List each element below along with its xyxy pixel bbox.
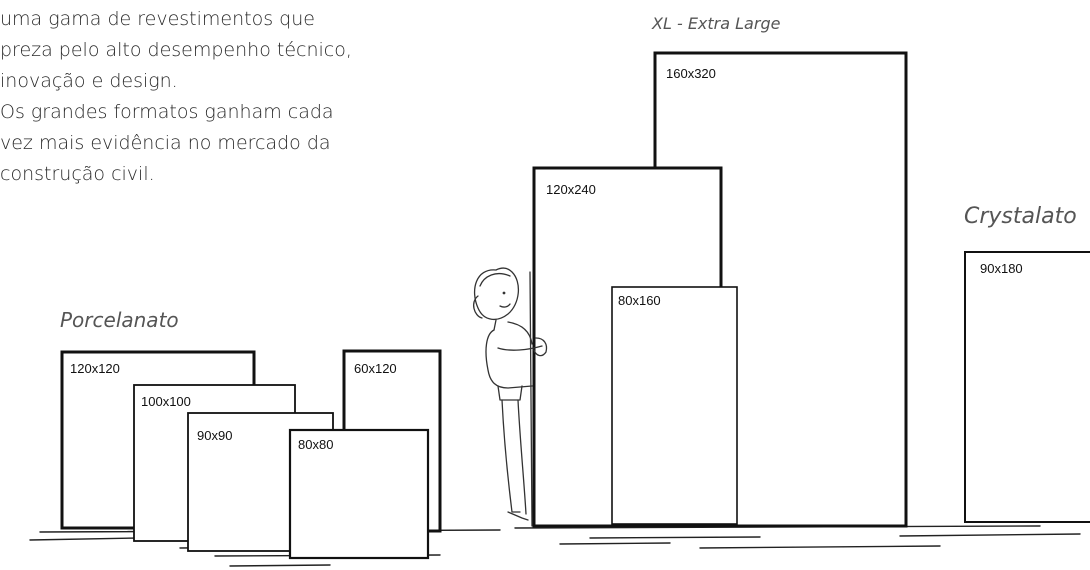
tile-80x80: 80x80: [288, 428, 430, 560]
tile-label: 120x240: [546, 182, 596, 197]
woman-peeking-icon: [472, 267, 548, 527]
tile-label: 90x90: [197, 428, 232, 443]
group-label-crystalato: Crystalato: [964, 204, 1077, 229]
tile-90x180: 90x180: [964, 251, 1090, 523]
tile-label: 90x180: [980, 261, 1023, 276]
tile-label: 60x120: [354, 361, 397, 376]
intro-line: uma gama de revestimentos que: [0, 8, 315, 30]
intro-line: preza pelo alto desempenho técnico,: [0, 39, 352, 61]
tile-label: 120x120: [70, 361, 120, 376]
group-label-xl: XL - Extra Large: [652, 14, 781, 33]
tile-label: 160x320: [666, 66, 716, 81]
tile-label: 100x100: [141, 394, 191, 409]
tile-label: 80x80: [298, 437, 333, 452]
intro-text: uma gama de revestimentos que preza pelo…: [0, 4, 420, 190]
intro-line: Os grandes formatos ganham cada: [0, 101, 334, 123]
tile-80x160: 80x160: [611, 286, 738, 525]
tile-label: 80x160: [618, 293, 661, 308]
intro-line: construção civil.: [0, 163, 155, 185]
intro-line: inovação e design.: [0, 70, 178, 92]
intro-line: vez mais evidência no mercado da: [0, 132, 331, 154]
group-label-porcelanato: Porcelanato: [60, 308, 179, 332]
